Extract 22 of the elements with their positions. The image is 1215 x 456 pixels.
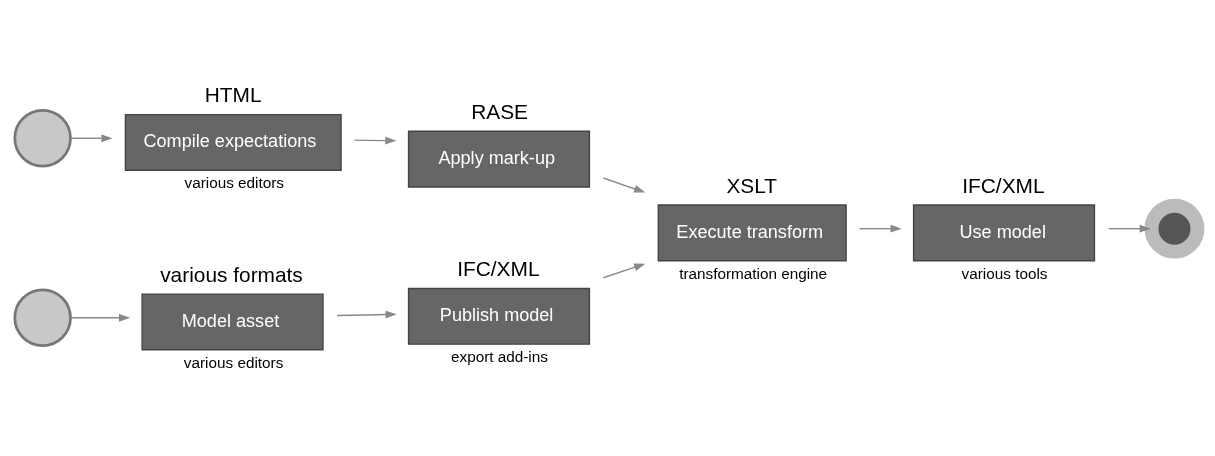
arrow <box>1108 224 1151 233</box>
arrow <box>70 134 113 143</box>
node-label: IFC/XML <box>962 173 1045 197</box>
arrow <box>602 263 646 279</box>
node-label: various tools <box>961 264 1048 282</box>
arrow <box>70 313 131 322</box>
node-label: RASE <box>471 99 528 123</box>
node-circle <box>13 288 72 347</box>
node-label: various editors <box>183 353 284 371</box>
node-label: various formats <box>160 262 303 286</box>
node-label: HTML <box>204 83 262 107</box>
node-circle <box>1144 198 1205 259</box>
arrow <box>858 224 902 233</box>
node-label: IFC/XML <box>457 257 540 280</box>
node-label: XSLT <box>726 173 778 197</box>
arrow <box>602 177 646 193</box>
node-label: various editors <box>184 174 285 192</box>
arrow <box>336 310 397 319</box>
node-label: transformation engine <box>679 264 828 282</box>
arrow <box>353 136 397 145</box>
node-label: export add-ins <box>450 347 548 365</box>
node-circle <box>13 109 72 168</box>
